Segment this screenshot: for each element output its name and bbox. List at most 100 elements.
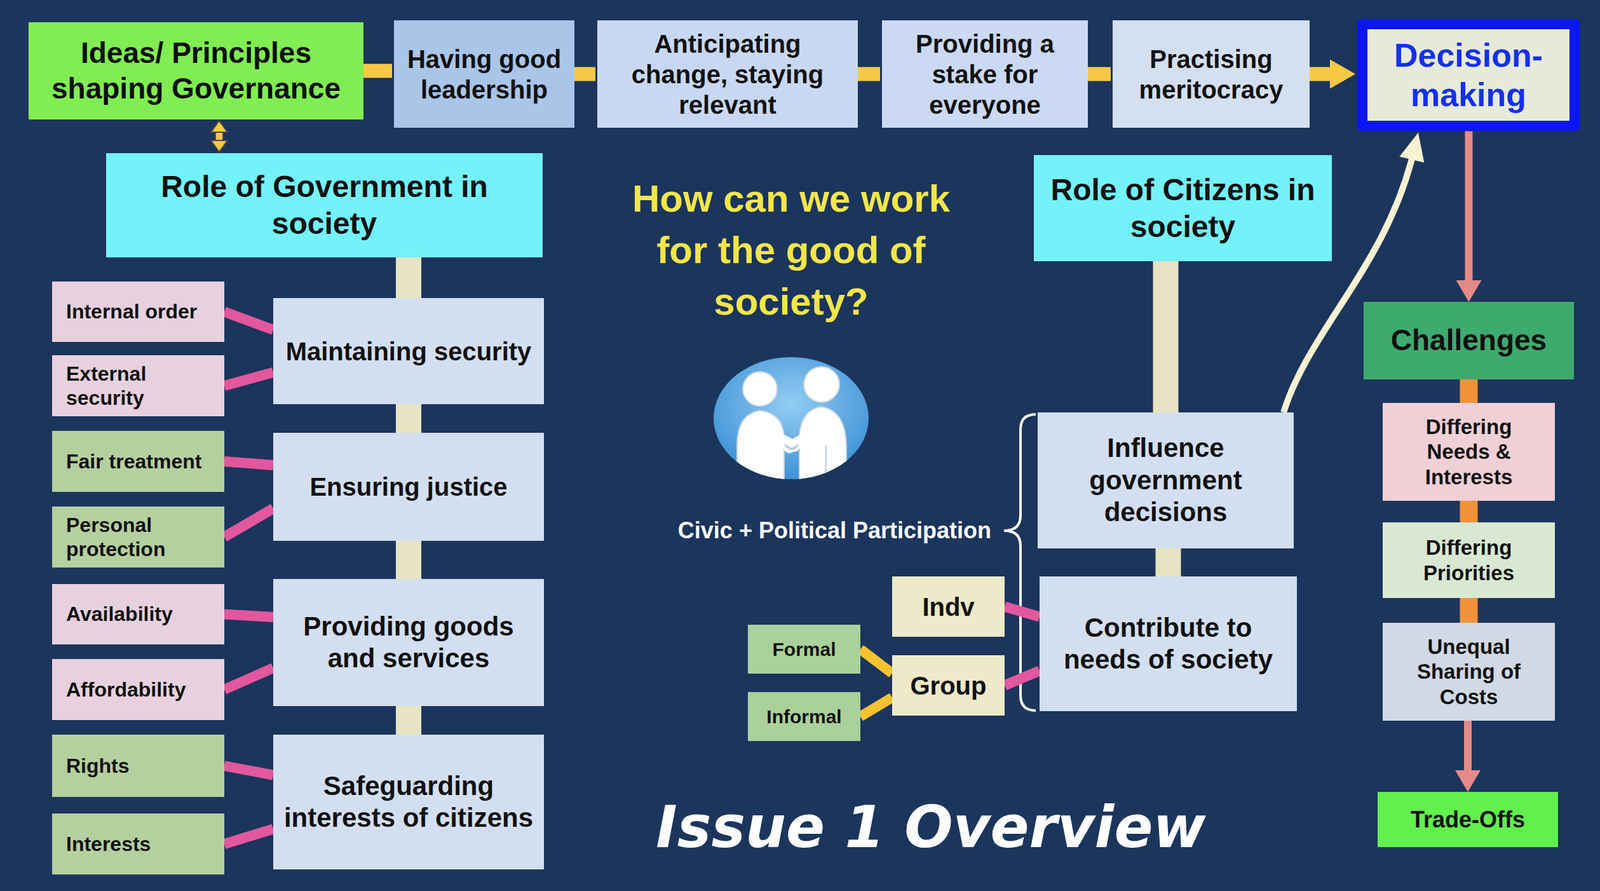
box-text: Rights xyxy=(66,753,217,778)
box-text: Providing goods and services xyxy=(282,610,536,675)
connector-line xyxy=(395,257,422,299)
connector xyxy=(1087,73,1111,75)
connector-line xyxy=(1087,67,1111,82)
diagram-box: Decision-making xyxy=(1357,19,1580,132)
box-text: Having good leadership xyxy=(402,43,566,105)
box-text: Challenges xyxy=(1372,322,1566,358)
box-text: Unequal Sharing of Costs xyxy=(1391,634,1546,710)
connector xyxy=(224,765,274,776)
diagram-box: Ensuring justice xyxy=(273,432,544,541)
arrowhead xyxy=(210,140,228,152)
box-text: Practising meritocracy xyxy=(1121,43,1301,105)
connector-line xyxy=(224,614,274,618)
connector xyxy=(1456,130,1482,302)
box-text: External security xyxy=(66,361,217,411)
box-text: Anticipating change, staying relevant xyxy=(606,28,849,121)
connector xyxy=(224,667,274,690)
connector-line xyxy=(395,705,422,735)
diagram-box: Safeguarding interests of citizens xyxy=(273,734,544,870)
participation-label: Civic + Political Participation xyxy=(571,516,992,544)
connector-line xyxy=(1004,670,1040,685)
diagram-box: Contribute to needs of society xyxy=(1039,576,1297,712)
connector-line xyxy=(1153,261,1179,413)
brace xyxy=(1003,414,1036,711)
diagram-box: Challenges xyxy=(1363,301,1574,380)
connector xyxy=(1455,720,1481,792)
connector-line xyxy=(363,64,393,79)
connector-line xyxy=(224,461,274,466)
box-text: Role of Government in society xyxy=(115,168,534,242)
connector xyxy=(1004,670,1040,685)
connector-line xyxy=(1460,379,1478,403)
connector xyxy=(1167,548,1169,577)
diagram-box: Interests xyxy=(52,813,225,875)
box-text: Role of Citizens in society xyxy=(1042,171,1323,245)
box-text: Indv xyxy=(901,591,996,623)
diagram-box: Influence government decisions xyxy=(1037,412,1294,549)
connector-line xyxy=(1460,500,1478,523)
diagram-box: Personal protection xyxy=(52,506,225,568)
connector-line xyxy=(224,667,274,690)
diagram-box: External security xyxy=(52,355,225,417)
box-text: Trade-Offs xyxy=(1386,805,1550,834)
connector xyxy=(408,540,410,579)
diagram-box: Maintaining security xyxy=(273,298,544,405)
box-text: Internal order xyxy=(66,299,217,324)
connector xyxy=(224,508,274,537)
handshake-detail xyxy=(785,444,799,449)
connector xyxy=(1309,59,1356,89)
diagram-box: Affordability xyxy=(52,658,225,720)
diagram-box: Anticipating change, staying relevant xyxy=(597,20,858,128)
box-text: Formal xyxy=(756,637,852,661)
box-text: Influence government decisions xyxy=(1046,432,1285,529)
arrowhead xyxy=(1455,770,1481,792)
box-text: Group xyxy=(901,670,996,701)
connector xyxy=(224,311,274,331)
box-text: Differing Needs & Interests xyxy=(1391,414,1546,490)
arrowhead xyxy=(1329,59,1356,89)
box-text: Decision-making xyxy=(1376,35,1561,116)
diagram-box: Role of Citizens in society xyxy=(1033,155,1332,262)
connector-line xyxy=(1465,130,1473,287)
diagram-box: Practising meritocracy xyxy=(1112,20,1310,128)
connector xyxy=(210,120,228,152)
diagram-box: Providing goods and services xyxy=(273,578,544,706)
box-text: Fair treatment xyxy=(66,449,217,474)
connector-line xyxy=(574,67,596,82)
connector xyxy=(408,404,410,433)
connector xyxy=(860,697,893,717)
box-text: Maintaining security xyxy=(282,336,536,367)
handshake-figures xyxy=(737,366,847,483)
diagram-box: Rights xyxy=(52,734,225,797)
connector xyxy=(574,73,596,75)
box-text: Availability xyxy=(66,601,217,626)
figure-detail xyxy=(825,444,828,483)
connector-line xyxy=(224,828,274,844)
connector xyxy=(860,649,893,674)
figure-body xyxy=(799,406,847,483)
connector xyxy=(857,73,881,75)
connector-line xyxy=(224,311,274,331)
box-text: Providing a stake for everyone xyxy=(890,28,1079,121)
box-text: Ensuring justice xyxy=(282,471,536,502)
figure-head xyxy=(803,366,840,403)
arrowhead xyxy=(1399,132,1424,163)
box-text: Ideas/ Principles shaping Governance xyxy=(37,35,355,106)
connector xyxy=(1468,379,1470,403)
connector-line xyxy=(224,372,274,386)
connector xyxy=(224,372,274,386)
diagram-box: Role of Government in society xyxy=(106,153,543,258)
diagram-box: Providing a stake for everyone xyxy=(881,20,1088,128)
connector-line xyxy=(1464,720,1472,777)
connector-line xyxy=(1460,597,1478,623)
connector xyxy=(1468,500,1470,523)
connector xyxy=(224,461,274,466)
diagram-box: Differing Needs & Interests xyxy=(1382,402,1555,501)
connector-line xyxy=(395,540,422,579)
box-text: Safeguarding interests of citizens xyxy=(282,770,536,835)
connector xyxy=(1165,261,1167,413)
connector-line xyxy=(860,649,893,674)
diagram-title: Issue 1 Overview xyxy=(559,793,1303,862)
connector xyxy=(224,614,274,618)
